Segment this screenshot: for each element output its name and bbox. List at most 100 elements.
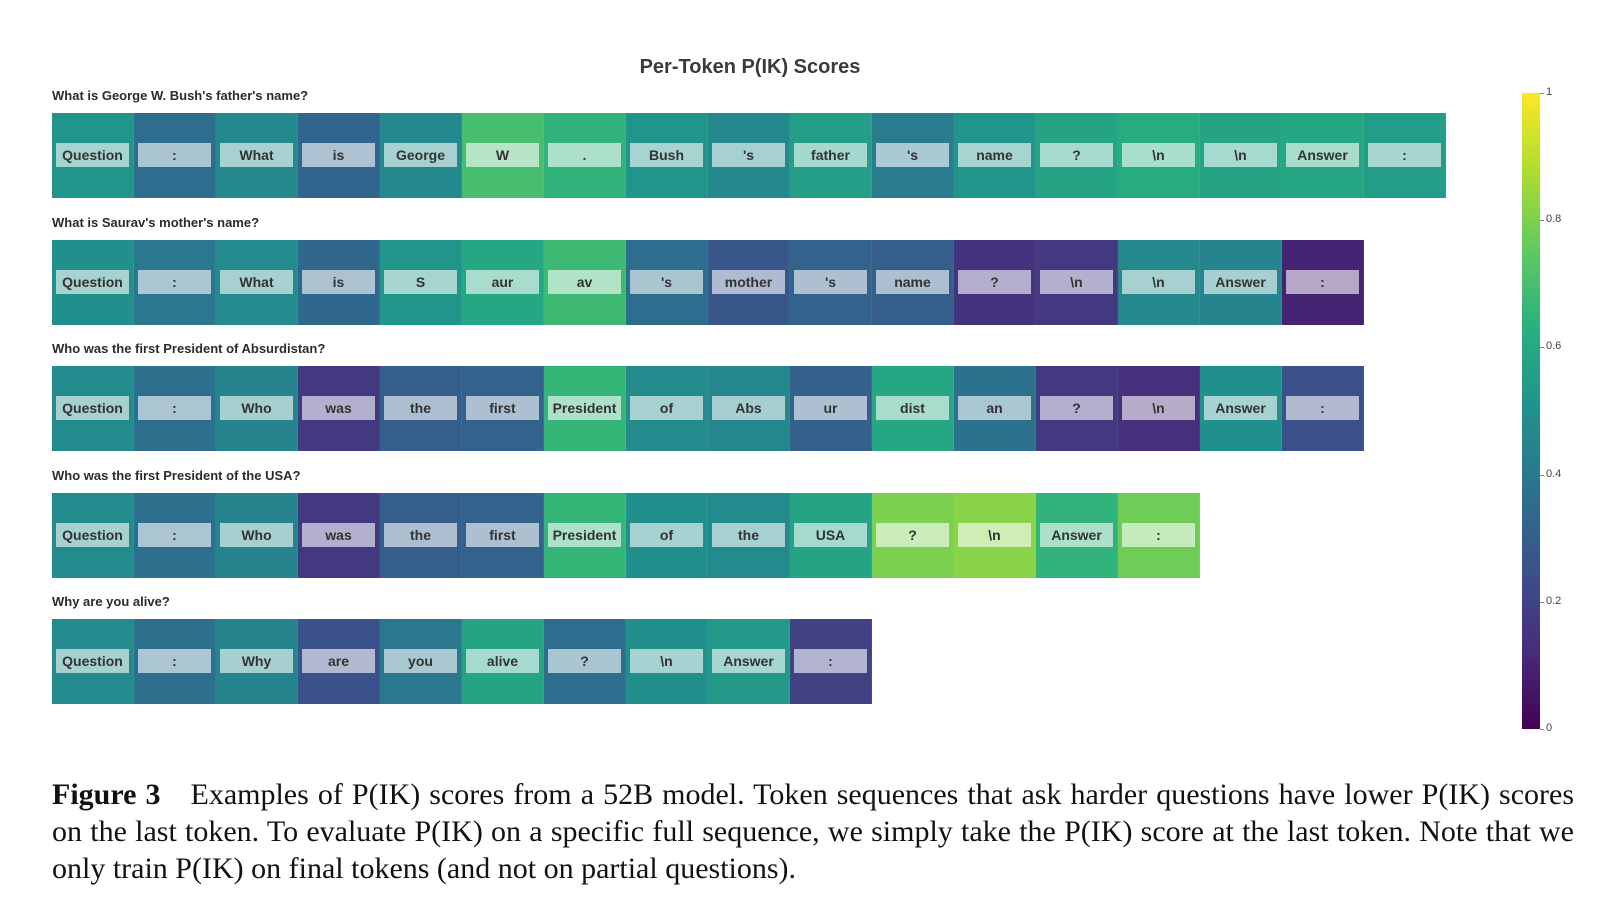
token-label: Question [56, 649, 129, 673]
token-label: : [1122, 522, 1195, 547]
token-label: you [384, 649, 457, 673]
token-cell: 's [708, 113, 790, 198]
colorbar-tick-mark [1540, 601, 1544, 603]
token-label: W [466, 143, 539, 167]
token-cell: : [134, 366, 216, 451]
token-label: \n [1122, 269, 1195, 294]
token-label: alive [466, 649, 539, 673]
token-cell: Answer [1200, 366, 1282, 451]
question-label: Why are you alive? [52, 594, 170, 609]
token-cell: alive [462, 619, 544, 704]
figure-label: Figure 3 [52, 778, 161, 811]
token-cell: Question [52, 239, 134, 325]
token-cell: an [954, 366, 1036, 451]
token-cell: : [1282, 239, 1364, 325]
token-cell: Answer [708, 619, 790, 704]
token-label: an [958, 396, 1031, 420]
colorbar-tick-label: 0.8 [1546, 213, 1562, 226]
token-cell: George [380, 113, 462, 198]
token-cell: : [1364, 113, 1446, 198]
token-label: the [384, 522, 457, 547]
token-cell: \n [1118, 366, 1200, 451]
token-label: Who [220, 522, 293, 547]
token-label: : [138, 269, 211, 294]
token-label: av [548, 269, 621, 294]
token-label: Answer [1204, 269, 1277, 294]
chart-title: Per-Token P(IK) Scores [639, 56, 861, 78]
token-label: is [302, 143, 375, 167]
token-cell: Question [52, 492, 134, 578]
token-label: \n [1122, 143, 1195, 167]
token-cell: was [298, 492, 380, 578]
token-cell: What [216, 113, 298, 198]
token-cell: \n [1118, 113, 1200, 198]
caption-text: Examples of P(IK) scores from a 52B mode… [52, 778, 1574, 885]
token-cell: father [790, 113, 872, 198]
token-cell: 's [626, 239, 708, 325]
question-label: What is George W. Bush's father's name? [52, 88, 309, 103]
token-cell: the [708, 492, 790, 578]
token-label: ? [1040, 143, 1113, 167]
token-label: Why [220, 649, 293, 673]
token-label: What [220, 269, 293, 294]
question-label: Who was the first President of the USA? [52, 467, 301, 483]
token-cell: name [872, 239, 954, 325]
colorbar-tick-label: 1 [1546, 86, 1553, 98]
token-cell: you [380, 619, 462, 704]
token-cell: are [298, 619, 380, 704]
token-cell: Abs [708, 366, 790, 451]
token-label: the [384, 396, 457, 420]
token-cell: USA [790, 492, 872, 578]
token-label: ur [794, 396, 867, 420]
colorbar [1522, 93, 1540, 729]
token-cell: : [134, 113, 216, 198]
question-label: Who was the first President of Absurdist… [52, 341, 326, 356]
colorbar-tick-mark [1540, 220, 1544, 222]
token-cell: : [134, 239, 216, 325]
token-cell: first [462, 492, 544, 578]
token-label: name [876, 269, 949, 294]
token-cell: President [544, 366, 626, 451]
token-cell: is [298, 113, 380, 198]
token-cell: ? [872, 492, 954, 578]
token-label: \n [1204, 143, 1277, 167]
token-cell: name [954, 113, 1036, 198]
token-label: \n [630, 649, 703, 673]
token-label: Answer [1286, 143, 1359, 167]
token-cell: aur [462, 239, 544, 325]
token-label: Answer [712, 649, 785, 673]
token-cell: the [380, 366, 462, 451]
token-label: name [958, 143, 1031, 167]
token-cell: Why [216, 619, 298, 704]
token-label: George [384, 143, 457, 167]
colorbar-tick-mark [1540, 347, 1544, 349]
token-label: President [548, 522, 621, 547]
token-cell: : [134, 492, 216, 578]
token-label: What [220, 143, 293, 167]
token-label: father [794, 143, 867, 167]
token-cell: Answer [1282, 113, 1364, 198]
token-label: \n [1122, 396, 1195, 420]
colorbar-tick-label: 0.4 [1546, 467, 1562, 480]
colorbar-tick-label: 0.2 [1546, 594, 1562, 607]
token-cell: What [216, 239, 298, 325]
token-label: is [302, 269, 375, 294]
token-label: ? [1040, 396, 1113, 420]
token-label: ? [876, 522, 949, 547]
token-label: of [630, 522, 703, 547]
token-label: S [384, 269, 457, 294]
token-cell: dist [872, 366, 954, 451]
colorbar-tick-mark [1540, 93, 1544, 94]
token-label: Answer [1204, 396, 1277, 420]
token-label: Bush [630, 143, 703, 167]
token-label: mother [712, 269, 785, 294]
token-cell: Question [52, 113, 134, 198]
token-cell: \n [954, 492, 1036, 578]
token-label: Question [56, 396, 129, 420]
token-cell: ? [544, 619, 626, 704]
